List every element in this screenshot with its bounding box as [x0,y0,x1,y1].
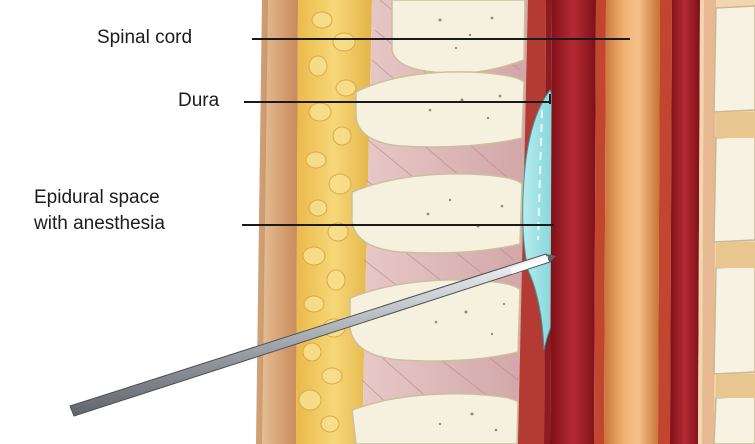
vertebral-bodies [698,0,755,444]
label-dura: Dura [178,89,219,113]
leader-dura [244,101,550,103]
label-epidural-line2: with anesthesia [34,212,165,236]
label-spinal-cord: Spinal cord [97,26,192,50]
anterior-dura [670,0,700,444]
leader-spinal-cord [252,38,630,40]
spinal-cord [604,0,660,444]
label-epidural-line1: Epidural space [34,186,160,210]
skin-layer [256,0,298,444]
dura-membrane [550,0,596,444]
leader-epidural-space [242,224,554,226]
